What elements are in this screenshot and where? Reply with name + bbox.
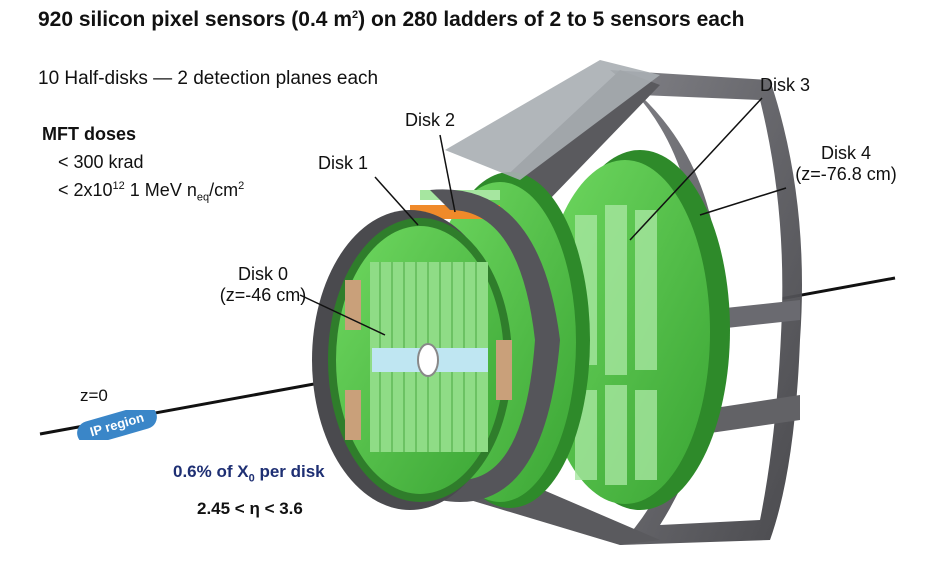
disk4-label: Disk 4 (z=-76.8 cm) (795, 143, 897, 184)
disk-0 (312, 210, 512, 510)
disk1-leader (374, 176, 419, 226)
disk1-label: Disk 1 (318, 153, 369, 173)
dose-fluence: < 2x1012 1 MeV neq/cm2 (58, 180, 245, 204)
doses-heading: MFT doses (42, 124, 137, 144)
disk2-leader (439, 134, 456, 213)
disk3-leader (629, 97, 763, 241)
ip-region-badge: IP region (74, 410, 160, 440)
material-budget: 0.6% of X0 per disk (173, 462, 325, 485)
page-title: 920 silicon pixel sensors (0.4 m2) on 28… (38, 8, 745, 31)
disk4-leader (699, 187, 787, 216)
disk-3-4-sensors (540, 150, 730, 510)
cable-tray (445, 60, 660, 180)
dose-krad: < 300 krad (58, 152, 144, 172)
disk2-label: Disk 2 (405, 110, 456, 130)
eta-range: 2.45 < η < 3.6 (197, 499, 303, 518)
disk3-label: Disk 3 (760, 75, 811, 95)
middle-frame-band (430, 189, 560, 503)
disk0-label: Disk 0 (z=-46 cm) (219, 264, 307, 305)
half-disks-note: 10 Half-disks — 2 detection planes each (38, 68, 379, 89)
disk0-leader (299, 294, 386, 336)
z0-label: z=0 (80, 386, 108, 405)
